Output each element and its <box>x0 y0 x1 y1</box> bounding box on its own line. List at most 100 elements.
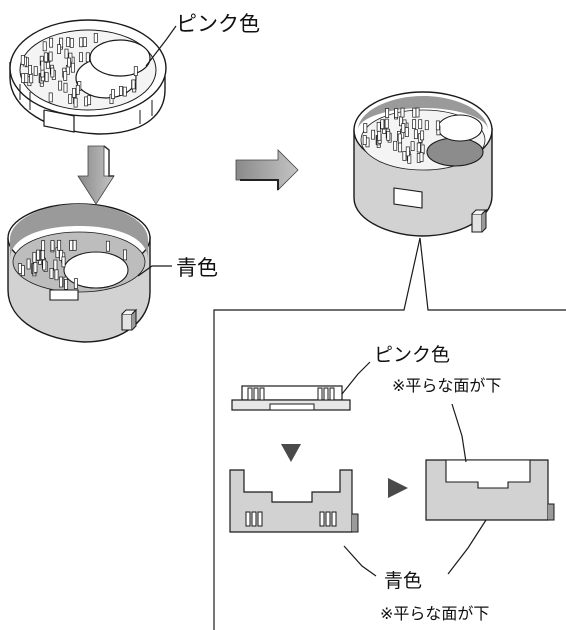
assembled-holder <box>353 91 493 237</box>
pink-part-pin-array <box>20 33 138 108</box>
pin <box>412 107 417 118</box>
pin <box>70 62 75 73</box>
pin <box>49 268 54 279</box>
pin <box>435 120 440 131</box>
pin <box>20 55 25 65</box>
pin <box>36 249 41 261</box>
pin <box>376 121 381 132</box>
pin <box>49 37 54 48</box>
pin <box>415 107 420 118</box>
label-pink-detail: ピンク色 <box>374 344 451 366</box>
label-note-lower: ※平らな面が下 <box>380 604 490 623</box>
pin <box>133 66 138 76</box>
pin <box>57 44 61 54</box>
pin <box>105 240 110 252</box>
pin <box>362 135 367 145</box>
pin <box>59 276 63 288</box>
right-triangle-marker <box>388 478 408 498</box>
pin <box>28 65 32 75</box>
pin <box>42 259 47 271</box>
pin <box>363 123 368 133</box>
pin <box>57 239 62 251</box>
assembled-cross-section <box>425 459 555 521</box>
pin <box>64 279 69 290</box>
assembled-pin-array <box>362 107 441 164</box>
pin <box>402 151 407 161</box>
pin <box>73 278 78 289</box>
leader-line-pink-top <box>145 25 177 67</box>
pin <box>371 129 376 140</box>
pin <box>72 239 77 251</box>
down-arrow <box>77 145 115 205</box>
pin <box>416 142 421 153</box>
pin <box>111 89 115 99</box>
pin <box>59 249 64 261</box>
pin <box>69 38 74 48</box>
pin <box>398 142 403 153</box>
pin <box>53 259 58 271</box>
pin <box>42 41 47 52</box>
pin <box>41 240 46 252</box>
pin <box>29 73 34 84</box>
pin <box>17 263 22 274</box>
pin <box>21 73 26 83</box>
pin <box>420 130 425 141</box>
label-pink-top: ピンク色 <box>176 12 260 36</box>
leader-line-blue-left <box>137 265 172 277</box>
pin <box>43 52 48 63</box>
pin <box>75 84 80 95</box>
pin <box>32 251 37 263</box>
pin <box>410 141 415 151</box>
pin <box>58 80 63 91</box>
pin <box>33 262 38 273</box>
pin <box>122 86 127 97</box>
pin <box>48 51 53 62</box>
pin <box>85 52 90 63</box>
pin <box>79 37 84 48</box>
label-blue-left: 青色 <box>176 256 218 280</box>
pin <box>400 107 405 118</box>
pin <box>380 119 385 130</box>
pin <box>68 94 73 104</box>
pin <box>418 119 423 130</box>
pin <box>87 95 92 106</box>
leader-line-note-upper <box>451 403 467 463</box>
pin <box>123 249 127 261</box>
pin <box>93 33 98 43</box>
zoom-callout-frame <box>213 237 566 630</box>
leader-line-blue-detail-left <box>343 545 377 577</box>
pin <box>72 88 76 98</box>
pin <box>377 130 382 141</box>
pin <box>79 52 83 63</box>
pin <box>404 127 409 137</box>
pin <box>419 152 424 162</box>
pin <box>412 119 417 129</box>
pin <box>40 249 45 260</box>
label-blue-detail: 青色 <box>384 570 423 592</box>
pin <box>48 92 53 103</box>
right-arrow <box>235 149 299 191</box>
pin <box>131 79 136 90</box>
pin <box>393 140 398 151</box>
pin <box>66 37 71 47</box>
blue-part-cross-section <box>229 469 359 533</box>
blue-part-pin-array <box>17 239 127 290</box>
pin <box>63 71 68 81</box>
pin <box>82 37 87 47</box>
pink-part-side-view <box>231 385 351 411</box>
pin <box>413 129 418 140</box>
pin <box>54 269 59 281</box>
pin <box>61 256 66 268</box>
pin <box>405 146 410 157</box>
pin <box>401 123 406 133</box>
pin <box>50 67 55 78</box>
pin <box>33 66 38 76</box>
pin <box>26 258 31 270</box>
pin <box>394 108 399 118</box>
pin <box>386 130 391 141</box>
pin <box>64 48 69 59</box>
pin <box>24 73 29 83</box>
pin <box>67 57 71 68</box>
pin <box>385 108 390 118</box>
